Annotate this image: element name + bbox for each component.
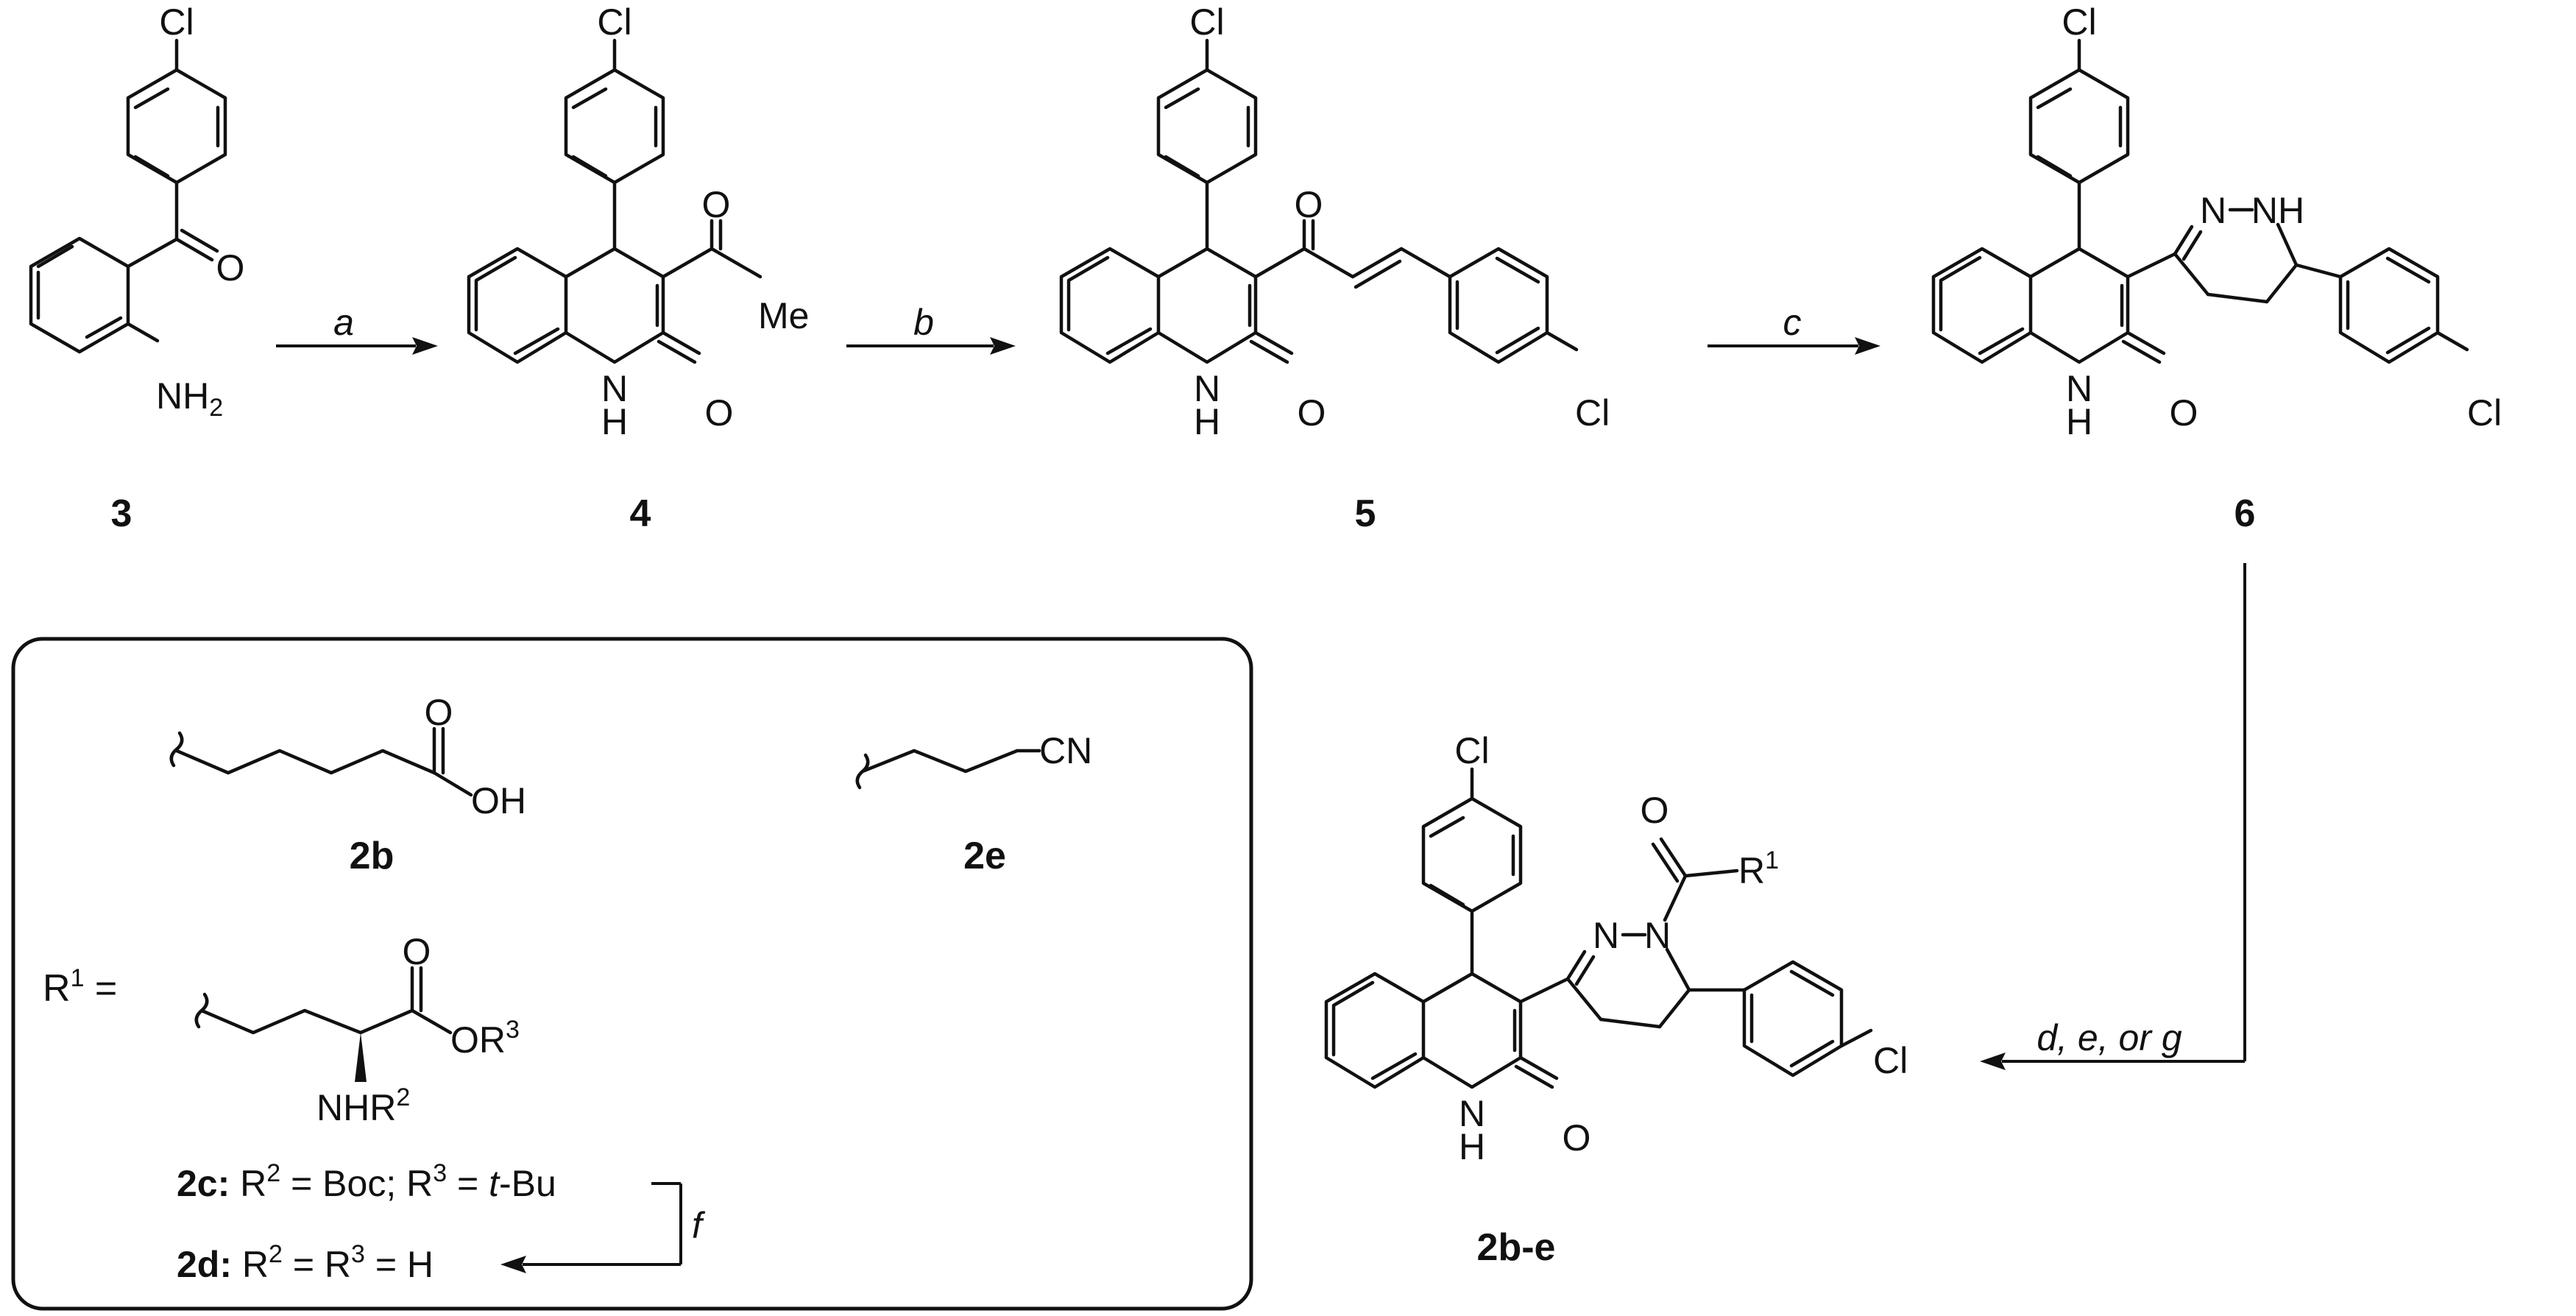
or-main: OR bbox=[450, 1019, 506, 1061]
atom-n: N bbox=[601, 368, 628, 409]
atom-o: O bbox=[216, 247, 245, 289]
panel-frame bbox=[11, 637, 1253, 1311]
arrow-b bbox=[846, 337, 1016, 355]
text-r: R bbox=[230, 1163, 266, 1204]
text-r2-sup: 2 bbox=[269, 1240, 283, 1268]
atom-nh: NH bbox=[2251, 190, 2304, 231]
condition-a: a bbox=[333, 302, 354, 343]
condition-f: f bbox=[692, 1205, 706, 1246]
text-h: = H bbox=[365, 1244, 434, 1285]
label-2d: 2d: bbox=[177, 1244, 232, 1285]
atom-me: Me bbox=[758, 295, 809, 336]
label-2c: 2c: bbox=[177, 1163, 230, 1204]
text-r: R bbox=[232, 1244, 269, 1285]
atom-o: O bbox=[702, 184, 731, 225]
r1-label-main: R bbox=[43, 967, 71, 1010]
r1-label-sup: 1 bbox=[71, 964, 85, 992]
r3-superscript: 3 bbox=[506, 1016, 520, 1044]
text-r2-sup: 2 bbox=[266, 1159, 280, 1187]
atom-o: O bbox=[425, 692, 453, 733]
compound-5-bonds bbox=[1059, 38, 1579, 364]
atom-n: N bbox=[1644, 915, 1671, 956]
text-boc: = Boc; R bbox=[280, 1163, 433, 1204]
atom-o: O bbox=[2170, 392, 2198, 434]
compound-label-3: 3 bbox=[111, 492, 132, 535]
r1-definition-label: R1 = bbox=[43, 964, 117, 1010]
atom-o: O bbox=[1298, 392, 1326, 434]
arrow-a bbox=[276, 337, 438, 355]
atom-cl: Cl bbox=[2467, 392, 2502, 434]
atom-h: H bbox=[2066, 401, 2092, 442]
atom-h: H bbox=[601, 401, 628, 442]
text-r3-sup: 3 bbox=[433, 1159, 447, 1187]
line-2c: 2c: R2 = Boc; R3 = t-Bu bbox=[177, 1159, 556, 1204]
atom-o: O bbox=[1295, 184, 1323, 225]
substituent-2cd: O OR3 NHR2 bbox=[194, 931, 520, 1128]
nh2-main: NH bbox=[156, 375, 209, 417]
arrow-deg bbox=[1980, 563, 2246, 1070]
compound-label-2b: 2b bbox=[350, 835, 394, 877]
nhr-main: NHR bbox=[316, 1087, 396, 1128]
atom-n: N bbox=[1593, 915, 1619, 956]
text-eq: = R bbox=[283, 1244, 351, 1285]
compound-3-structure: Cl O NH2 bbox=[29, 1, 245, 422]
atom-n: N bbox=[1459, 1093, 1485, 1134]
arrow-c bbox=[1708, 337, 1880, 355]
compound-label-6: 6 bbox=[2234, 492, 2256, 535]
compound-label-2e: 2e bbox=[963, 835, 1006, 877]
compound-4-structure: Cl O Me O N H bbox=[467, 1, 809, 442]
atom-cn: CN bbox=[1039, 730, 1092, 771]
atom-cl: Cl bbox=[159, 1, 194, 43]
atom-cl: Cl bbox=[597, 1, 631, 43]
atom-n: N bbox=[2200, 190, 2226, 231]
condition-deg: d, e, or g bbox=[2037, 1017, 2182, 1058]
nh2-subscript: 2 bbox=[209, 394, 223, 422]
r2-superscript: 2 bbox=[396, 1083, 410, 1111]
atom-or3: OR3 bbox=[450, 1016, 520, 1061]
text-r3-sup: 3 bbox=[351, 1240, 365, 1268]
r1-equals: = bbox=[84, 967, 117, 1010]
compound-label-2be: 2b-e bbox=[1477, 1226, 1556, 1269]
compound-5-structure: Cl O O N H Cl bbox=[1059, 1, 1610, 442]
atom-cl: Cl bbox=[1873, 1040, 1908, 1081]
compound-2be-structure: Cl O N H N N O R1 Cl bbox=[1324, 730, 1908, 1167]
atom-o: O bbox=[705, 392, 734, 434]
text-t: t bbox=[489, 1163, 500, 1204]
atom-cl: Cl bbox=[1189, 1, 1224, 43]
atom-o: O bbox=[403, 931, 431, 972]
atom-oh: OH bbox=[471, 780, 526, 821]
r-main: R bbox=[1738, 850, 1765, 891]
substituent-2b: O OH bbox=[169, 692, 526, 821]
atom-cl: Cl bbox=[2062, 1, 2096, 43]
compound-2be-bonds bbox=[1324, 767, 1873, 1089]
compound-label-5: 5 bbox=[1355, 492, 1376, 535]
line-2d: 2d: R2 = R3 = H bbox=[177, 1240, 434, 1285]
compound-6-bonds bbox=[1931, 38, 2469, 364]
atom-n: N bbox=[2066, 368, 2092, 409]
arrow-f bbox=[500, 1182, 682, 1273]
atom-cl: Cl bbox=[1454, 730, 1489, 771]
substituent-2e: CN bbox=[855, 730, 1092, 790]
text-eq: = bbox=[447, 1163, 489, 1204]
atom-h: H bbox=[1194, 401, 1220, 442]
compound-4-bonds bbox=[467, 38, 762, 364]
atom-nh2: NH2 bbox=[156, 375, 223, 422]
compound-3-bonds bbox=[29, 38, 227, 354]
condition-c: c bbox=[1783, 302, 1802, 343]
condition-b: b bbox=[913, 302, 934, 343]
substituent-panel: O OH 2b CN 2e R1 = O OR3 NHR2 2c: R2 = B… bbox=[11, 637, 1253, 1311]
atom-nhr2: NHR2 bbox=[316, 1083, 410, 1128]
compound-6-structure: Cl O N H N NH Cl bbox=[1931, 1, 2502, 442]
atom-cl: Cl bbox=[1575, 392, 1610, 434]
atom-h: H bbox=[1459, 1126, 1485, 1167]
atom-o: O bbox=[1563, 1117, 1591, 1158]
atom-r1: R1 bbox=[1738, 846, 1779, 891]
atom-o: O bbox=[1641, 790, 1669, 831]
text-bu: -Bu bbox=[499, 1163, 556, 1204]
r1-superscript: 1 bbox=[1765, 846, 1779, 874]
compound-label-4: 4 bbox=[630, 492, 651, 535]
atom-n: N bbox=[1194, 368, 1220, 409]
